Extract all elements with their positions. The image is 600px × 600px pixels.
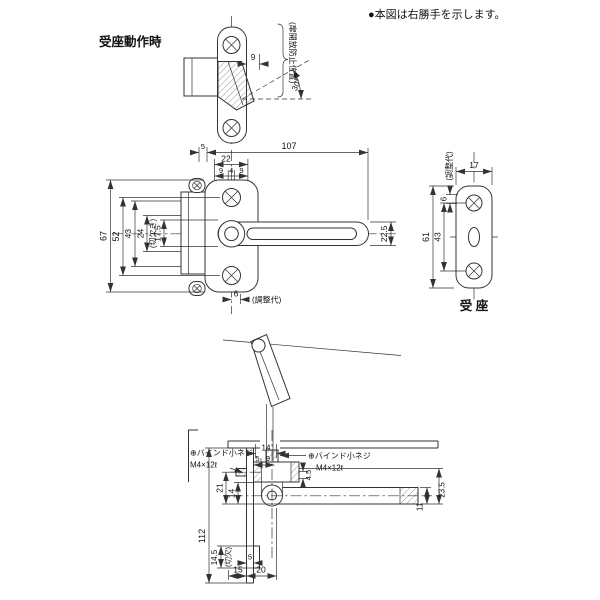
- notch: [253, 545, 260, 569]
- screw-head-icon: [222, 266, 241, 285]
- screw-label-left: ⊕バインド小ネジ: [190, 449, 253, 458]
- screw-head-icon: [222, 119, 241, 137]
- dim-front-107: 107: [281, 141, 296, 151]
- dim-sec-112: 112: [197, 529, 207, 543]
- dim-front-22-5: 22.5: [379, 225, 389, 242]
- arm-slot: [246, 227, 357, 240]
- note-brace: [277, 23, 289, 98]
- dim-front-9a: 9: [219, 166, 223, 175]
- dim-front-4: 4: [229, 166, 233, 175]
- raised-arm: [250, 333, 291, 408]
- dim-front-5: 5: [201, 142, 205, 151]
- dim-side-61: 61: [421, 232, 431, 242]
- dim-side-17: 17: [469, 160, 479, 170]
- dim-sec-9: 9: [266, 454, 270, 463]
- dim-sec-15: 15: [233, 565, 243, 575]
- door-line: [222, 339, 402, 356]
- screw-spec-right: M4×12ℓ: [316, 464, 344, 473]
- screw-head-icon: [222, 188, 241, 207]
- dim-sec-5-bottom: 5: [248, 553, 252, 562]
- dim-front-67: 67: [99, 231, 109, 241]
- small-screw-icon: [192, 180, 202, 191]
- dim-sec-20: 20: [256, 565, 266, 575]
- dim-front-22: 22: [221, 154, 231, 164]
- dim-front-24: 24: [136, 229, 146, 239]
- dim-sec-23-5: 23.5: [438, 482, 447, 498]
- view-front: 5 107 22 9 4 9 67 52 43 24 (切欠き) 17.: [99, 141, 396, 314]
- arm-pivot: [251, 338, 266, 353]
- frame-body: [180, 191, 206, 275]
- adjust-label: (調整代): [444, 151, 454, 181]
- screw-head-icon: [465, 194, 483, 212]
- view-side-receiver: (調整代) 17 6 61 43 受 座: [421, 151, 498, 313]
- screw-head-icon: [222, 36, 241, 54]
- dim-side-6: 6: [440, 196, 449, 201]
- view-receiver-operating: 受座動作時 9 30° (扉開放防止位置): [99, 16, 313, 146]
- adjust-label: (調整代): [252, 295, 282, 305]
- position-note: (扉開放防止位置): [288, 22, 298, 84]
- dim-side-43: 43: [433, 232, 443, 242]
- door-edge-hook: [188, 429, 198, 482]
- dim-sec-4-5: 4.5: [304, 470, 313, 480]
- dim-front-52: 52: [111, 231, 121, 241]
- screw-label-right: ⊕バインド小ネジ: [308, 452, 371, 461]
- dim-sec-21: 21: [215, 483, 225, 493]
- dim-sec-11: 11: [416, 502, 425, 511]
- view-section-mounted: ⊕バインド小ネジ M4×12ℓ ⊕バインド小ネジ M4×12ℓ 14 5 9 4…: [188, 333, 447, 584]
- dim-front-6: 6: [234, 290, 239, 299]
- dim-front-9b: 9: [239, 166, 243, 175]
- side-view-title: 受 座: [460, 298, 489, 313]
- adjust-slot: [468, 227, 480, 247]
- right-hand-note: ●本図は右勝手を示します。: [368, 7, 506, 21]
- receiver-body: [183, 57, 218, 97]
- dim-front-17-5: 17.5: [153, 225, 163, 242]
- top-view-title: 受座動作時: [99, 34, 162, 49]
- notch-label: (切欠き): [148, 219, 158, 249]
- dim-top-9: 9: [251, 53, 256, 62]
- dim-sec-14-5: 14.5: [210, 549, 219, 565]
- dim-sec-5-top: 5: [255, 454, 259, 463]
- notch-label-section: (切欠): [223, 547, 233, 567]
- dim-sec-14-side: 14: [227, 489, 237, 499]
- screw-head-icon: [465, 262, 483, 280]
- small-screw-icon: [192, 283, 202, 294]
- dim-sec-14-top: 14: [262, 444, 271, 453]
- dim-front-43: 43: [123, 229, 133, 239]
- screw-spec-left: M4×12ℓ: [190, 461, 218, 470]
